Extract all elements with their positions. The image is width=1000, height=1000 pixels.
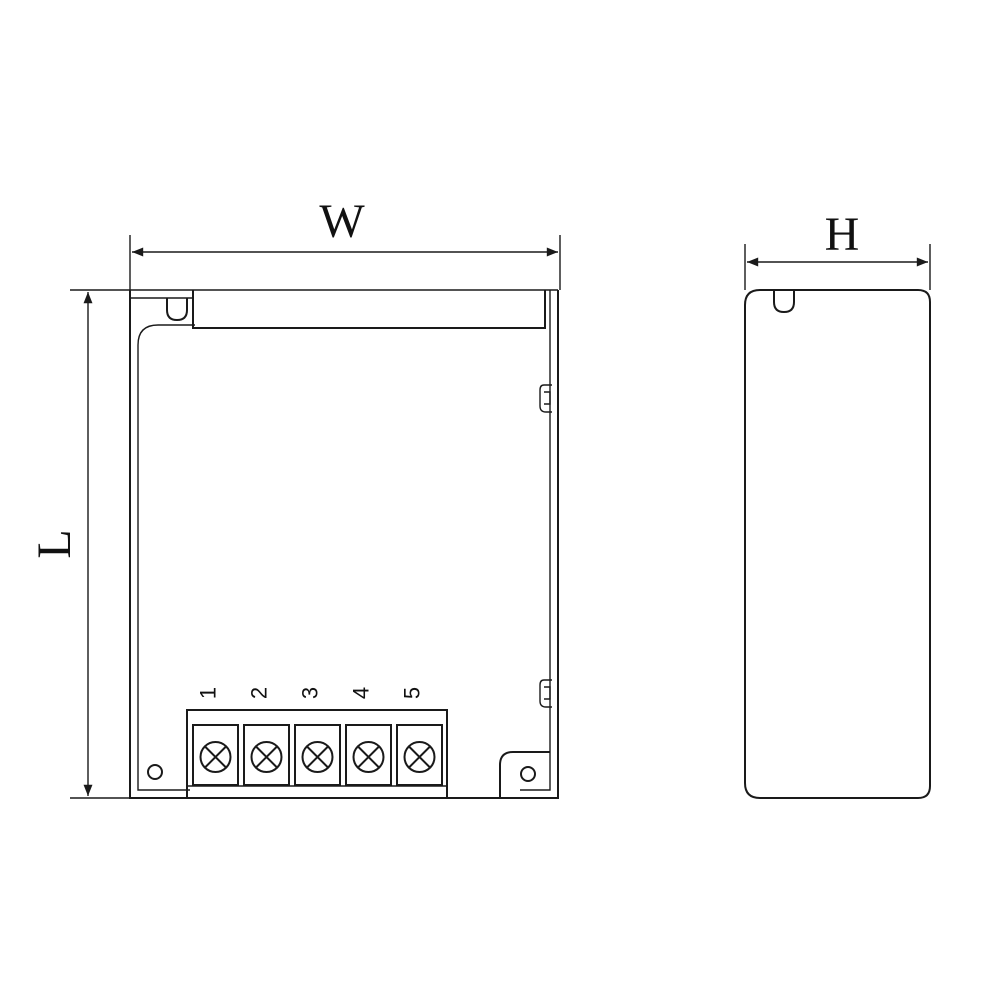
terminal-number: 3 [297, 687, 322, 699]
terminal-number: 4 [348, 687, 373, 699]
terminal-screw-icon [301, 741, 334, 773]
height-dimension: H [744, 208, 931, 290]
screw-cross-icon [357, 745, 380, 769]
front-inner-wall [137, 324, 195, 791]
side-view [744, 289, 931, 799]
terminal-screw-icon [250, 741, 283, 773]
right-mounting-tab [499, 751, 550, 798]
terminal-cell [345, 724, 392, 786]
terminal-block: 1 2 3 4 5 [186, 687, 448, 799]
terminal-number: 2 [246, 687, 271, 699]
side-housing-outline [744, 289, 931, 799]
terminal-3: 3 [294, 687, 341, 786]
terminal-4: 4 [345, 687, 392, 786]
terminal-cell [243, 724, 290, 786]
length-label: L [28, 529, 81, 558]
length-dimension: L [28, 289, 130, 799]
top-cover-plate [130, 289, 558, 329]
terminal-screw-icon [352, 741, 385, 773]
terminal-screw-icon [199, 741, 232, 773]
screw-cross-icon [408, 745, 431, 769]
screw-cross-icon [255, 745, 278, 769]
width-label: W [319, 195, 365, 248]
terminal-cell [192, 724, 239, 786]
terminal-cell [396, 724, 443, 786]
right-clip-upper [539, 384, 552, 413]
screw-cross-icon [204, 745, 227, 769]
terminal-1: 1 [192, 687, 239, 786]
height-label: H [825, 208, 860, 261]
terminal-2: 2 [243, 687, 290, 786]
terminal-number: 5 [399, 687, 424, 699]
terminal-cell [294, 724, 341, 786]
terminal-number: 1 [195, 687, 220, 699]
right-mounting-hole [520, 766, 536, 782]
terminal-screw-icon [403, 741, 436, 773]
width-dimension: W [129, 195, 561, 290]
right-clip-lower [539, 679, 552, 708]
screw-cross-icon [306, 745, 329, 769]
terminal-5: 5 [396, 687, 443, 786]
front-view: 1 2 3 4 5 [129, 289, 559, 799]
left-mounting-hole [147, 764, 163, 780]
front-right-inner-edge [520, 290, 551, 791]
side-mounting-slot [773, 290, 795, 314]
top-mounting-slot [166, 298, 188, 322]
front-housing-outline [129, 290, 559, 799]
